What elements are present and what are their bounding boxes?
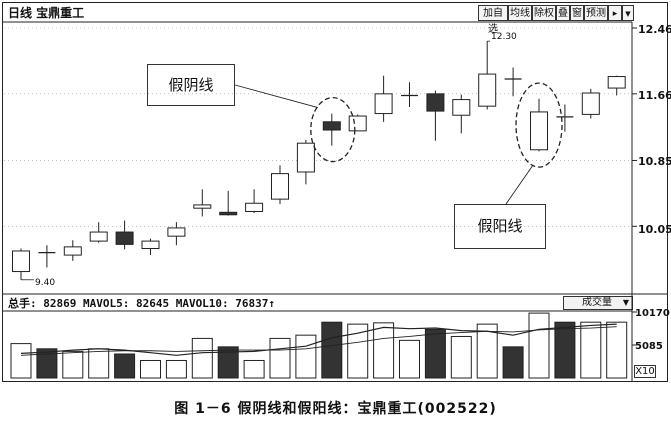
candle-body: [115, 231, 134, 245]
candle-body: [245, 202, 264, 212]
candle-body: [141, 240, 160, 250]
chevron-down-icon[interactable]: ▼: [622, 5, 634, 21]
price-axis-label: 10.85: [638, 155, 671, 168]
candle-body: [193, 204, 212, 209]
volume-header: 总手: 82869 MAVOL5: 82645 MAVOL10: 76837↑: [8, 297, 276, 310]
stock-title: 日线 宝鼎重工: [8, 6, 85, 20]
candle-body: [167, 227, 186, 237]
volume-bar: [554, 321, 576, 379]
candle-body: [530, 111, 548, 151]
price-axis-label: 10.05: [638, 223, 671, 236]
candle-body: [296, 142, 315, 173]
candle-body: [219, 211, 238, 216]
volume-bar: [140, 359, 161, 379]
window-button[interactable]: 窗: [570, 5, 584, 21]
candle-body: [478, 73, 497, 107]
chevron-down-icon: ▼: [622, 298, 629, 307]
expand-menu-icon[interactable]: ▸: [608, 5, 622, 21]
forecast-button[interactable]: 预测: [584, 5, 608, 21]
moving-average-button[interactable]: 均线: [508, 5, 532, 21]
volume-bar: [580, 321, 602, 379]
candle-body: [581, 92, 600, 115]
mavol10-line: [20, 326, 617, 356]
candle-body: [89, 231, 108, 242]
ex-rights-button[interactable]: 除权: [532, 5, 556, 21]
volume-bar: [295, 334, 317, 379]
low-price-label: 9.40: [35, 278, 56, 288]
volume-bar: [399, 339, 420, 379]
volume-bar: [36, 348, 58, 379]
volume-axis-label: 10170: [635, 308, 670, 319]
price-axis-label: 11.66: [638, 89, 671, 102]
volume-bar: [10, 343, 32, 379]
high-price-label: 12.30: [491, 32, 517, 42]
volume-bar: [606, 321, 628, 379]
volume-bar: [191, 337, 213, 379]
volume-bar: [502, 346, 524, 379]
volume-bar: [62, 350, 84, 379]
overlay-button[interactable]: 叠: [556, 5, 570, 21]
chart-window: [2, 2, 668, 382]
candle-body: [426, 93, 445, 112]
figure-caption: 图 1－6 假阴线和假阳线：宝鼎重工(002522): [174, 401, 497, 417]
candle-body: [348, 115, 367, 132]
volume-bar: [450, 335, 472, 379]
fake-yin-leader: [234, 84, 318, 109]
volume-bar: [243, 359, 265, 379]
volume-axis-label: 5085: [635, 341, 663, 352]
volume-bar: [165, 359, 187, 379]
volume-bar: [269, 337, 291, 379]
candle-body: [452, 99, 471, 116]
indicator-dropdown[interactable]: 成交量 ▼: [563, 296, 633, 310]
candle-body: [271, 173, 289, 200]
volume-bar: [476, 323, 498, 379]
fake-yin-callout: 假阴线: [147, 64, 235, 106]
volume-bar: [217, 346, 239, 379]
candle-body: [607, 76, 626, 89]
mavol5-line: [20, 323, 617, 356]
volume-bar: [424, 328, 446, 379]
volume-bar: [321, 321, 343, 379]
candle-body: [63, 246, 82, 256]
volume-unit-label: X10: [634, 365, 656, 378]
add-watchlist-button[interactable]: 加自选: [478, 5, 508, 35]
candle-body: [374, 93, 393, 115]
indicator-dropdown-label: 成交量: [582, 297, 612, 308]
volume-bar: [88, 348, 110, 379]
price-axis-label: 12.46: [638, 23, 671, 36]
candle-body: [322, 121, 341, 131]
fake-yang-highlight: [515, 82, 563, 168]
volume-bar: [114, 353, 136, 379]
fake-yang-leader: [505, 164, 534, 205]
volume-bar: [528, 312, 550, 379]
volume-bar: [347, 323, 369, 379]
candle-body: [12, 250, 30, 273]
fake-yin-highlight: [310, 96, 356, 163]
volume-bar: [373, 322, 395, 379]
